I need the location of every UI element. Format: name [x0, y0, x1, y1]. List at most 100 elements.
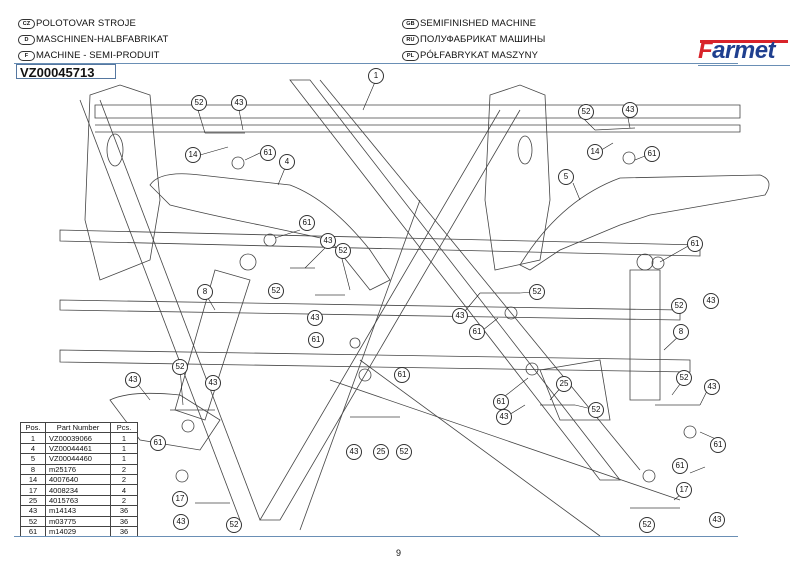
cell-part-number: VZ00039066 — [45, 432, 111, 444]
col-pcs: Pcs. — [110, 421, 138, 434]
callout-43: 43 — [231, 95, 247, 111]
callout-52: 52 — [676, 370, 692, 386]
callout-61: 61 — [493, 394, 509, 410]
callout-43: 43 — [307, 310, 323, 326]
callout-52: 52 — [226, 517, 242, 533]
callout-61: 61 — [150, 435, 166, 451]
cell-part-number: m03775 — [45, 515, 111, 527]
callout-25: 25 — [556, 376, 572, 392]
flag-cz-icon: CZ — [18, 18, 35, 29]
cell-pos: 17 — [20, 484, 46, 496]
cylinder-8-right — [629, 269, 661, 401]
header-rule — [14, 63, 738, 64]
frame-diagonal — [359, 359, 601, 537]
callout-43: 43 — [452, 308, 468, 324]
cell-pos: 52 — [20, 515, 46, 527]
frame-diagonal — [319, 79, 641, 471]
callout-43: 43 — [704, 379, 720, 395]
callout-17: 17 — [676, 482, 692, 498]
callout-61: 61 — [260, 145, 276, 161]
cell-part-number: VZ00044460 — [45, 453, 111, 465]
mount-plate-right — [484, 84, 551, 271]
title-cz-text: POLOTOVAR STROJE — [36, 18, 136, 29]
title-ru-text: ПОЛУФАБРИКАТ МАШИНЫ — [420, 34, 546, 45]
title-pl-text: PÓŁFABRYKAT MASZYNY — [420, 50, 539, 61]
flag-pl-icon: PL — [402, 50, 419, 61]
callout-43: 43 — [709, 512, 725, 528]
callout-61: 61 — [308, 332, 324, 348]
flag-d-icon: D — [18, 34, 35, 45]
callout-25: 25 — [373, 444, 389, 460]
cell-pos: 1 — [20, 432, 46, 444]
callout-4: 4 — [279, 154, 295, 170]
cell-pcs: 1 — [110, 432, 138, 444]
callout-5: 5 — [558, 169, 574, 185]
callout-8: 8 — [673, 324, 689, 340]
cell-pos: 4 — [20, 442, 46, 455]
frame-beam — [59, 299, 681, 321]
callout-52: 52 — [268, 283, 284, 299]
callout-14: 14 — [185, 147, 201, 163]
farmet-logo: Farmet — [698, 37, 790, 66]
callout-52: 52 — [588, 402, 604, 418]
cell-part-number: VZ00044461 — [45, 442, 111, 455]
bracket-left — [109, 392, 221, 451]
cell-pcs: 2 — [110, 473, 138, 486]
callout-52: 52 — [529, 284, 545, 300]
mount-plate-left — [84, 84, 161, 281]
callout-43: 43 — [703, 293, 719, 309]
cell-pcs: 1 — [110, 442, 138, 455]
callout-52: 52 — [191, 95, 207, 111]
arm-4 — [149, 173, 391, 291]
logo-text: Farmet — [698, 37, 776, 64]
leader-lines — [135, 81, 719, 501]
frame-diagonal — [259, 109, 521, 521]
bracket-right — [539, 359, 611, 421]
logo-underline — [698, 65, 790, 66]
title-d-text: MASCHINEN-HALBFABRIKAT — [36, 34, 169, 45]
frame-diagonal — [299, 199, 421, 531]
callout-43-extra: 43 — [205, 375, 221, 391]
cell-part-number: m14143 — [45, 505, 111, 517]
callout-61: 61 — [644, 146, 660, 162]
cell-pos: 8 — [20, 463, 46, 475]
cylinder-8-left — [174, 269, 251, 421]
callout-43: 43 — [173, 514, 189, 530]
callout-52: 52 — [335, 243, 351, 259]
callout-1: 1 — [368, 68, 384, 84]
cell-part-number: m25176 — [45, 463, 111, 475]
cell-pos: 14 — [20, 473, 46, 486]
cell-pos: 5 — [20, 453, 46, 465]
callout-43: 43 — [496, 409, 512, 425]
cell-pos: 25 — [20, 494, 46, 507]
callout-14: 14 — [587, 144, 603, 160]
cell-pcs: 2 — [110, 463, 138, 475]
callout-61: 61 — [299, 215, 315, 231]
frame-diagonal — [99, 99, 261, 521]
callout-43: 43 — [622, 102, 638, 118]
cell-pcs: 2 — [110, 494, 138, 507]
cell-pos: 43 — [20, 505, 46, 517]
frame-beam — [95, 124, 741, 133]
frame-diagonal — [329, 379, 681, 501]
title-f-text: MACHINE - SEMI-PRODUIT — [36, 50, 160, 61]
callout-52: 52 — [396, 444, 412, 460]
callout-52: 52 — [639, 517, 655, 533]
title-gb-text: SEMIFINISHED MACHINE — [420, 18, 537, 29]
callout-61: 61 — [469, 324, 485, 340]
flag-gb-icon: GB — [402, 18, 419, 29]
col-part-number: Part Number — [45, 421, 111, 434]
callout-61: 61 — [687, 236, 703, 252]
cell-part-number: 4007640 — [45, 473, 111, 486]
